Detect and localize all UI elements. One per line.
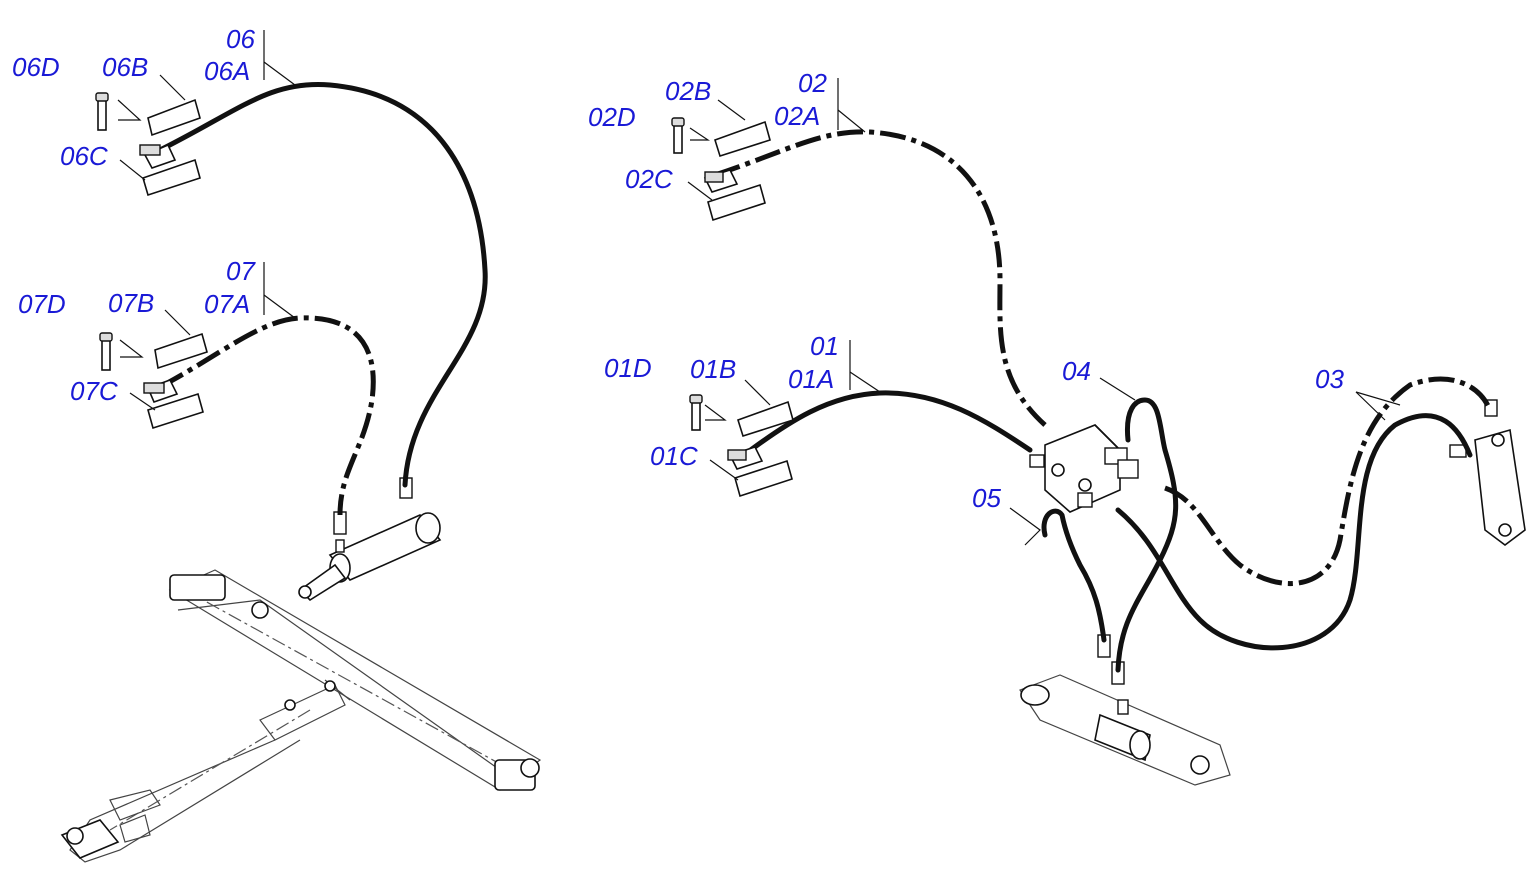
label-01: 01 bbox=[810, 331, 839, 361]
label-02: 02 bbox=[798, 68, 827, 98]
leader-lines bbox=[117, 30, 1401, 546]
label-05: 05 bbox=[972, 483, 1001, 513]
label-06A: 06A bbox=[204, 56, 250, 86]
coupler-kit-02 bbox=[671, 117, 771, 222]
label-02C: 02C bbox=[625, 164, 673, 194]
label-01D: 01D bbox=[604, 353, 652, 383]
label-02A: 02A bbox=[774, 101, 820, 131]
hose-01 bbox=[737, 390, 1033, 461]
hose-05 bbox=[1041, 508, 1107, 643]
coupler-kit-06 bbox=[95, 92, 201, 197]
label-07: 07 bbox=[226, 256, 256, 286]
hose-02 bbox=[714, 129, 1047, 427]
hose-03b bbox=[1164, 376, 1493, 587]
label-03: 03 bbox=[1315, 364, 1344, 394]
label-01C: 01C bbox=[650, 441, 698, 471]
label-04: 04 bbox=[1062, 356, 1091, 386]
coupler-kit-01 bbox=[689, 394, 794, 498]
hose-03a bbox=[1115, 413, 1473, 651]
label-07B: 07B bbox=[108, 288, 154, 318]
label-07D: 07D bbox=[18, 289, 66, 319]
label-02B: 02B bbox=[665, 76, 711, 106]
callout-labels: 06 06A 06B 06D 06C 07 07A 07B 07D 07C 02… bbox=[12, 24, 1344, 513]
coupler-kit-07 bbox=[99, 332, 208, 430]
label-01A: 01A bbox=[788, 364, 834, 394]
label-06B: 06B bbox=[102, 52, 148, 82]
frame-assembly bbox=[60, 569, 542, 863]
label-07C: 07C bbox=[70, 376, 118, 406]
hose-07 bbox=[158, 315, 376, 516]
label-06C: 06C bbox=[60, 141, 108, 171]
clevis-arm bbox=[1449, 399, 1526, 546]
valve-block bbox=[1029, 424, 1139, 513]
hose-04 bbox=[1115, 397, 1179, 673]
label-06D: 06D bbox=[12, 52, 60, 82]
label-06: 06 bbox=[226, 24, 255, 54]
hose-06 bbox=[157, 81, 488, 488]
label-01B: 01B bbox=[690, 354, 736, 384]
label-02D: 02D bbox=[588, 102, 636, 132]
lift-cylinder-left bbox=[298, 477, 442, 602]
label-07A: 07A bbox=[204, 289, 250, 319]
lift-cylinder-right bbox=[1019, 634, 1231, 786]
